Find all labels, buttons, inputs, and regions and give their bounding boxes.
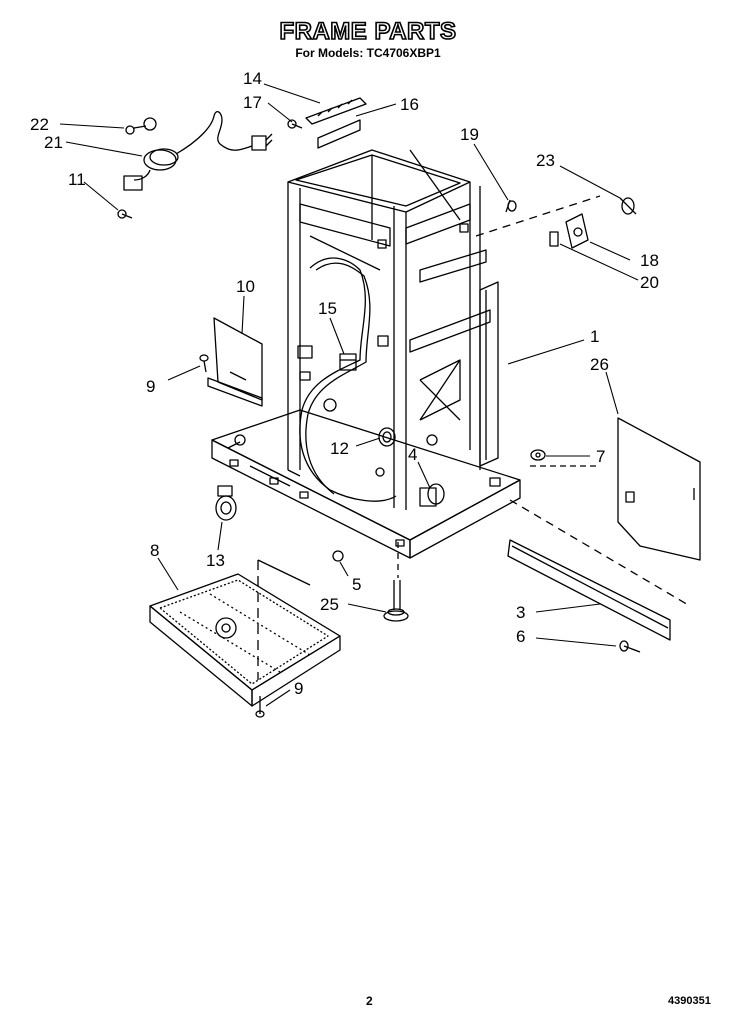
grommet <box>378 427 396 447</box>
callout-22: 22 <box>30 115 49 134</box>
side-rail <box>507 539 671 641</box>
callout-4: 4 <box>408 445 417 464</box>
callout-12: 12 <box>330 439 349 458</box>
strain-relief <box>125 117 157 135</box>
callout-23: 23 <box>536 151 555 170</box>
callout-7: 7 <box>596 447 605 466</box>
callout-8: 8 <box>150 541 159 560</box>
ground-screw <box>117 209 133 219</box>
part-code: 4390351 <box>668 995 711 1007</box>
page-title: FRAME PARTS <box>279 17 457 46</box>
callout-16: 16 <box>400 95 419 114</box>
side-screw <box>505 199 517 213</box>
terminal-screw <box>287 119 303 129</box>
callout-9-left: 9 <box>146 377 155 396</box>
callout-10: 10 <box>236 277 255 296</box>
callout-18: 18 <box>640 251 659 270</box>
callout-17: 17 <box>243 93 262 112</box>
callout-26: 26 <box>590 355 609 374</box>
callout-13: 13 <box>206 551 225 570</box>
switch <box>339 353 357 371</box>
callout-6: 6 <box>516 627 525 646</box>
callout-25: 25 <box>320 595 339 614</box>
callout-14: 14 <box>243 69 262 88</box>
hex-nut <box>530 449 546 461</box>
callout-9-bottom: 9 <box>294 679 303 698</box>
capacitor <box>419 483 445 507</box>
rear-panel <box>617 417 701 561</box>
leveling-leg <box>383 580 409 622</box>
rail-screw <box>619 640 641 653</box>
power-cord <box>123 111 273 191</box>
callout-3: 3 <box>516 603 525 622</box>
terminal-block <box>305 97 367 125</box>
nut <box>332 550 344 562</box>
caster <box>215 485 237 521</box>
callout-20: 20 <box>640 273 659 292</box>
wire-harness <box>299 257 397 502</box>
bottom-screw <box>255 696 265 718</box>
callout-19: 19 <box>460 125 479 144</box>
latch <box>549 213 589 249</box>
screw <box>199 354 209 373</box>
base-grille <box>149 573 341 707</box>
cover-plate <box>207 317 263 407</box>
callout-21: 21 <box>44 133 63 152</box>
callout-11: 11 <box>68 170 86 189</box>
page-number: 2 <box>366 994 373 1008</box>
callout-15: 15 <box>318 299 337 318</box>
knob <box>619 197 637 215</box>
cabinet-frame <box>211 149 521 559</box>
model-subtitle: For Models: TC4706XBP1 <box>295 46 441 60</box>
callout-5: 5 <box>352 575 361 594</box>
bracket <box>317 119 361 149</box>
callout-1: 1 <box>590 327 599 346</box>
